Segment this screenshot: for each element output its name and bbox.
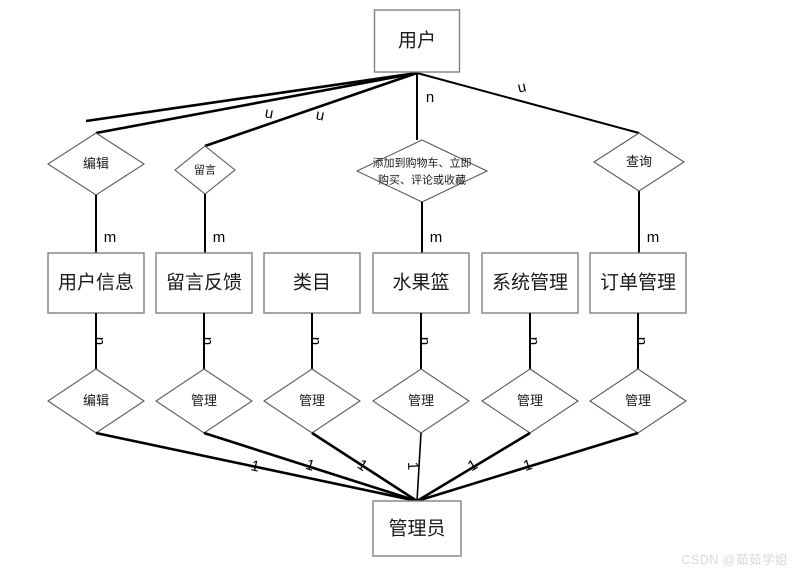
- cardinality-basket-manage: n: [416, 337, 433, 345]
- connector-manage-category-admin: [311, 431, 418, 503]
- entity-message-feedback-box: [155, 252, 253, 314]
- cardinality-user-query: n: [516, 79, 528, 97]
- relation-message-upper-label: 留言: [194, 164, 216, 177]
- cardinality-category-admin: 1: [354, 456, 370, 475]
- relation-cart-upper-shape: [355, 139, 489, 203]
- cardinality-order-manage: n: [633, 337, 650, 345]
- entity-lower-relation-connectors: [95, 313, 639, 369]
- connector-user-edit-b: [85, 71, 418, 123]
- relation-message-upper[interactable]: 留言: [174, 145, 236, 195]
- relation-manage-basket[interactable]: 管理: [372, 368, 470, 434]
- connector-user-edit-a: [95, 71, 418, 135]
- relation-manage-feedback-label: 管理: [191, 393, 217, 408]
- cardinality-user-group: n n n n: [263, 79, 528, 125]
- connector-edit-admin: [95, 431, 418, 503]
- connector-manage-feedback-admin: [203, 431, 418, 503]
- cardinality-basket-admin: 1: [404, 461, 421, 470]
- entity-order-management[interactable]: 订单管理: [589, 252, 687, 314]
- cardinality-user-message: n: [314, 107, 325, 125]
- entity-fruit-basket-label: 水果篮: [392, 271, 449, 293]
- relation-manage-order-label: 管理: [625, 393, 651, 408]
- entity-fruit-basket[interactable]: 水果篮: [372, 252, 470, 314]
- relation-manage-basket-label: 管理: [408, 393, 434, 408]
- relation-manage-system[interactable]: 管理: [481, 368, 579, 434]
- connector-user-query: [416, 72, 640, 134]
- entity-fruit-basket-box: [372, 252, 470, 314]
- relation-manage-order[interactable]: 管理: [589, 368, 687, 434]
- relation-cart-upper-label-line2: 购买、评论或收藏: [378, 173, 466, 187]
- cardinality-message-feedback: m: [213, 229, 226, 246]
- relation-cart-upper-label-line1: 添加到购物车、立即: [373, 156, 472, 170]
- admin-connectors: [95, 431, 639, 503]
- cardinality-user-edit: n: [263, 105, 274, 123]
- entity-category-label: 类目: [293, 271, 331, 293]
- relation-edit-lower-label: 编辑: [83, 393, 109, 408]
- entity-order-management-box: [589, 252, 687, 314]
- connector-manage-basket-admin: [416, 432, 422, 502]
- entity-message-feedback[interactable]: 留言反馈: [155, 252, 253, 314]
- relation-edit-upper-label: 编辑: [83, 156, 109, 171]
- cardinality-cart-basket: m: [430, 229, 443, 246]
- entity-user-box: [373, 9, 461, 73]
- entity-admin-label: 管理员: [388, 517, 445, 539]
- connector-manage-system-admin: [416, 431, 531, 503]
- cardinality-user-cart: n: [426, 89, 434, 106]
- entity-system-management-label: 系统管理: [492, 271, 568, 293]
- entity-category[interactable]: 类目: [263, 252, 361, 314]
- relation-entity-connectors-upper: [95, 191, 640, 253]
- entity-system-management[interactable]: 系统管理: [481, 252, 579, 314]
- csdn-watermark: CSDN @茹茹学姐: [681, 553, 788, 567]
- cardinality-one-group: 1 1 1 1 1 1: [249, 456, 534, 476]
- entity-user[interactable]: 用户: [373, 9, 461, 73]
- relation-cart-upper[interactable]: 添加到购物车、立即 购买、评论或收藏: [355, 139, 489, 203]
- entity-user-info[interactable]: 用户信息: [47, 252, 145, 314]
- entity-user-info-label: 用户信息: [58, 271, 134, 293]
- cardinality-category-manage: n: [307, 337, 324, 345]
- cardinality-n-lower-group: n n n n n n: [91, 337, 650, 345]
- relation-manage-category-label: 管理: [299, 393, 325, 408]
- connector-user-message: [204, 71, 418, 148]
- relation-edit-lower[interactable]: 编辑: [47, 368, 145, 434]
- relation-query-upper-label: 查询: [626, 154, 652, 169]
- cardinality-feedback-manage: n: [199, 337, 216, 345]
- cardinality-edit-admin: 1: [249, 457, 261, 475]
- cardinality-query-order: m: [647, 229, 660, 246]
- cardinality-userinfo-edit: n: [91, 337, 108, 345]
- entity-admin[interactable]: 管理员: [372, 500, 462, 557]
- connector-manage-order-admin: [416, 431, 639, 503]
- relation-manage-system-label: 管理: [517, 393, 543, 408]
- relation-manage-feedback[interactable]: 管理: [155, 368, 253, 434]
- entity-admin-box: [372, 500, 462, 557]
- entity-user-label: 用户: [398, 29, 436, 51]
- entity-order-management-label: 订单管理: [600, 271, 676, 293]
- cardinality-m-group: m m m m: [104, 229, 660, 246]
- entity-message-feedback-label: 留言反馈: [166, 271, 242, 293]
- relation-query-upper[interactable]: 查询: [592, 132, 686, 192]
- cardinality-edit-userinfo: m: [104, 229, 117, 246]
- user-relation-connectors: [85, 71, 640, 148]
- relation-edit-upper[interactable]: 编辑: [46, 132, 146, 196]
- relation-manage-category[interactable]: 管理: [263, 368, 361, 434]
- cardinality-system-manage: n: [525, 337, 542, 345]
- cardinality-feedback-admin: 1: [304, 456, 317, 475]
